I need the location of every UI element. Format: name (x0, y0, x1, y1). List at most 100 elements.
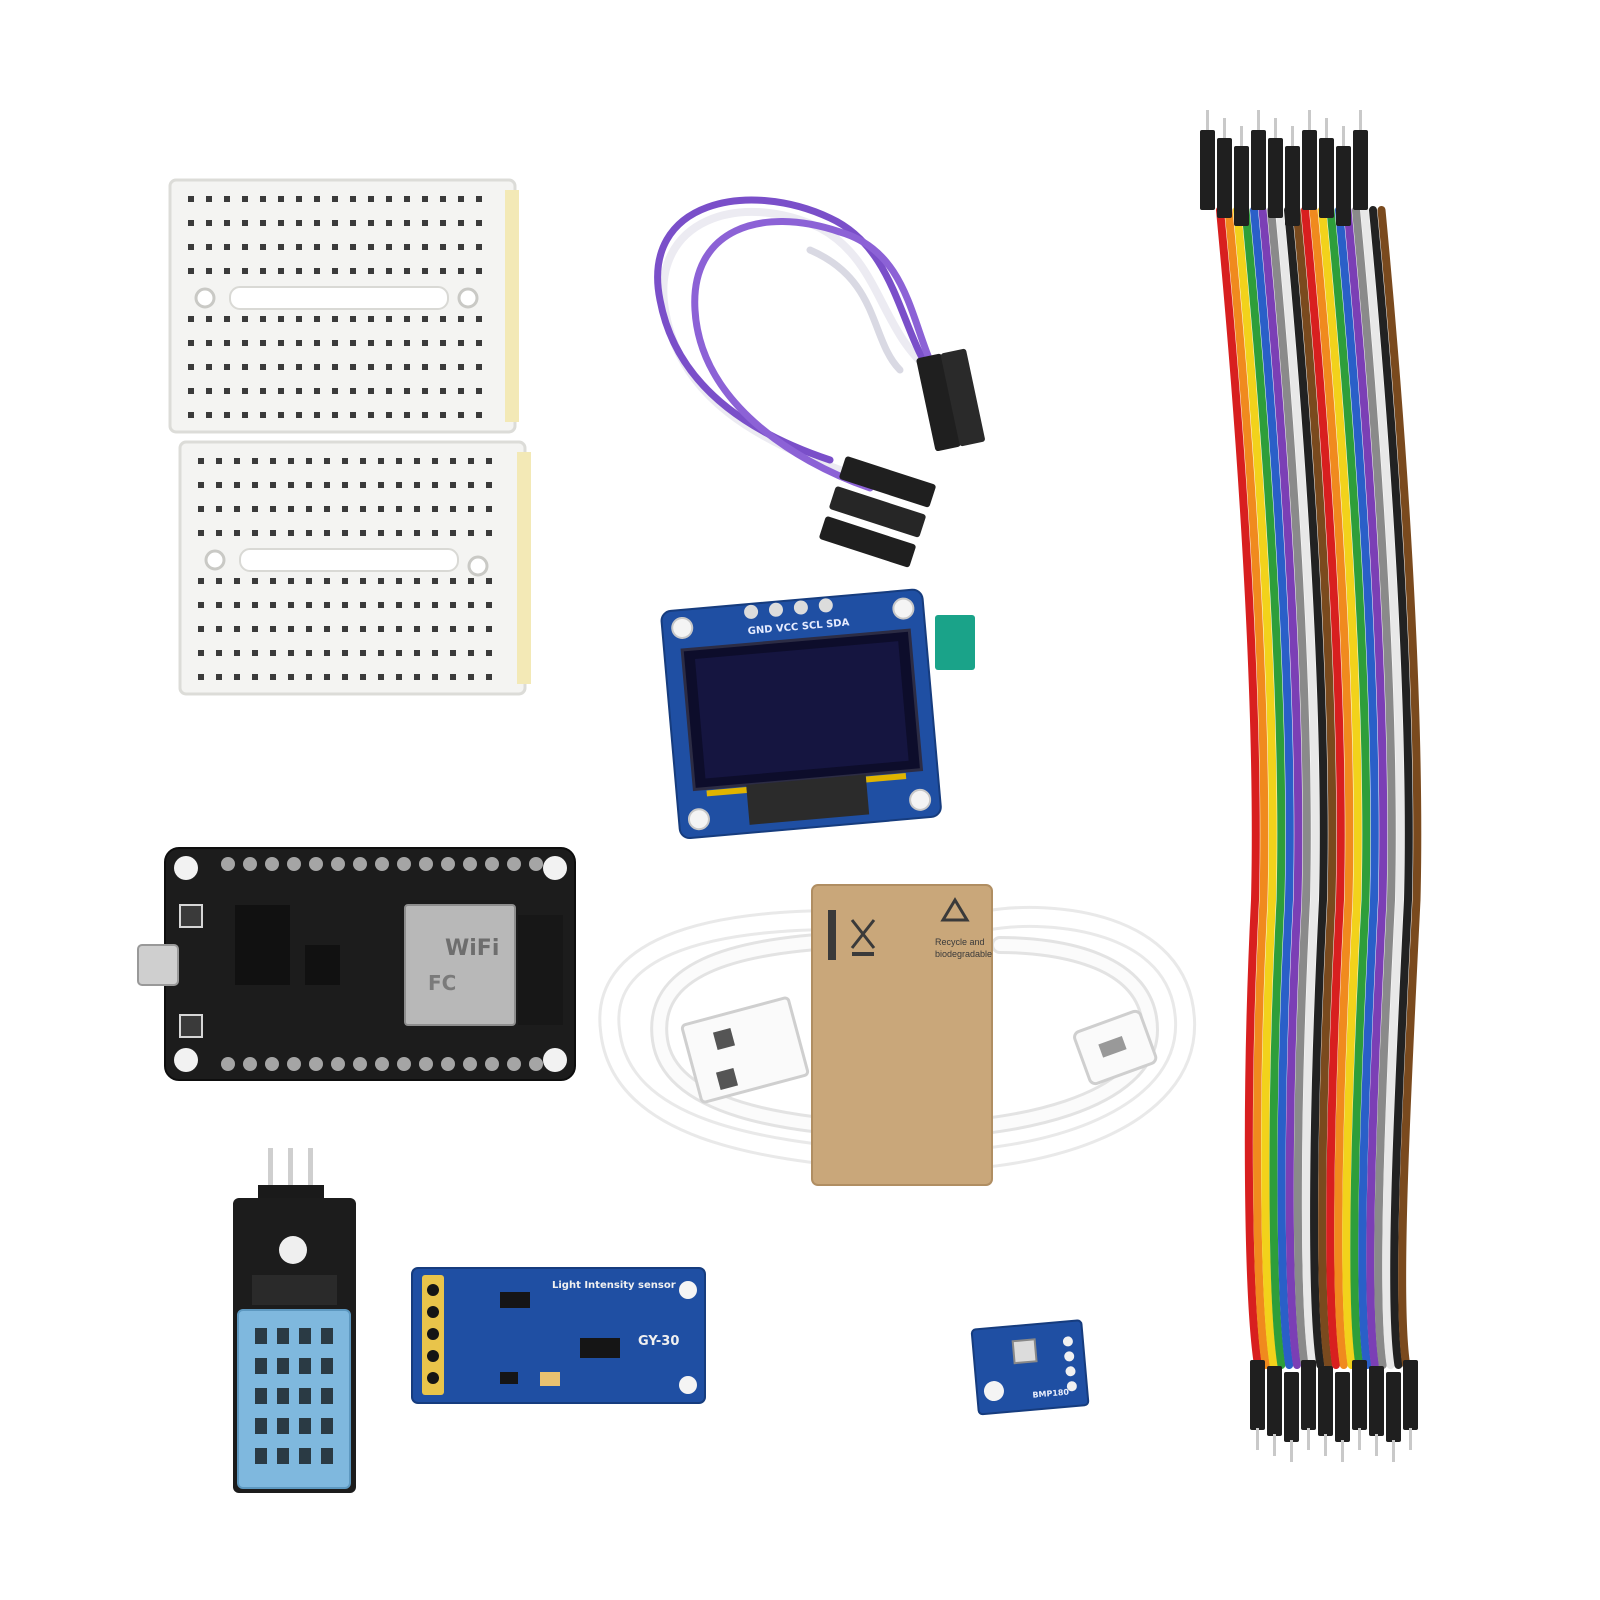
breadboard-hole (422, 340, 428, 346)
breadboard-hole (216, 650, 222, 656)
breadboard-hole (306, 602, 312, 608)
breadboard-hole (332, 196, 338, 202)
breadboard-hole (306, 578, 312, 584)
breadboard-hole (224, 340, 230, 346)
breadboard-hole (432, 458, 438, 464)
breadboard-hole (450, 626, 456, 632)
vent-slot (255, 1448, 267, 1464)
breadboard-hole (378, 458, 384, 464)
breadboard-hole (288, 602, 294, 608)
breadboard-hole (234, 650, 240, 656)
ribbon-wire (1369, 206, 1413, 1369)
bmp180-label: BMP180 (1032, 1388, 1070, 1400)
breadboard-hole (206, 364, 212, 370)
mini-breadboard-top (168, 178, 519, 434)
breadboard-hole (378, 674, 384, 680)
connector-pin (1308, 110, 1311, 132)
breadboard-hole (242, 244, 248, 250)
breadboard-hole (314, 364, 320, 370)
breadboard-hole (324, 578, 330, 584)
connector-housing (1369, 1366, 1384, 1436)
breadboard-hole (224, 412, 230, 418)
breadboard-hole (432, 482, 438, 488)
connector-housing (1267, 1366, 1282, 1436)
breadboard-hole (404, 388, 410, 394)
header-pin (375, 857, 389, 871)
ribbon-connectors-top (1200, 110, 1368, 226)
header-pin (397, 1057, 411, 1071)
breadboard-hole (252, 626, 258, 632)
ribbon-wire (1292, 206, 1337, 1369)
breadboard-hole (234, 530, 240, 536)
breadboard-hole (386, 268, 392, 274)
breadboard-hole (422, 316, 428, 322)
breadboard-hole (414, 458, 420, 464)
vent-slot (277, 1358, 289, 1374)
sensor-pin-header (422, 1275, 444, 1395)
light-sensor-title: Light Intensity sensor (552, 1280, 676, 1291)
light-intensity-sensor-gy30: Light Intensity sensor GY-30 (411, 1267, 706, 1404)
breadboard-hole (360, 530, 366, 536)
breadboard-hole (324, 506, 330, 512)
breadboard-hole (242, 340, 248, 346)
breadboard-hole (296, 244, 302, 250)
breadboard-hole (324, 602, 330, 608)
header-pin (507, 857, 521, 871)
breadboard-hole (296, 388, 302, 394)
breadboard-hole (332, 340, 338, 346)
esp-module-shield (404, 904, 516, 1026)
breadboard-hole (198, 650, 204, 656)
breadboard-hole (198, 530, 204, 536)
breadboard-hole (414, 482, 420, 488)
breadboard-hole (260, 220, 266, 226)
ribbon-wire (1267, 206, 1311, 1369)
mini-breadboard-bottom (178, 440, 531, 696)
breadboard-hole (486, 458, 492, 464)
ribbon-wire (1377, 206, 1422, 1369)
breadboard-hole (188, 220, 194, 226)
header-pin (397, 857, 411, 871)
ribbon-wire (1241, 206, 1286, 1369)
breadboard-hole (404, 340, 410, 346)
light-sensor-model: GY-30 (638, 1334, 679, 1349)
vent-slot (255, 1388, 267, 1404)
breadboard-hole (450, 458, 456, 464)
breadboard-hole (386, 364, 392, 370)
vent-slot (321, 1448, 333, 1464)
breadboard-hole (224, 316, 230, 322)
breadboard-hole (342, 530, 348, 536)
breadboard-hole (224, 268, 230, 274)
connector-housing (1268, 138, 1283, 218)
breadboard-hole (486, 530, 492, 536)
breadboard-hole (198, 506, 204, 512)
connector-housing (1318, 1366, 1333, 1436)
breadboard-hole (476, 340, 482, 346)
connector-pin (1325, 118, 1328, 140)
breadboard-hole (386, 388, 392, 394)
breadboard-hole (350, 196, 356, 202)
dupont-ribbon-cable (1216, 206, 1422, 1369)
vent-slot (255, 1358, 267, 1374)
kraft-cable-band: Recycle and biodegradable (811, 884, 993, 1186)
breadboard-hole (404, 268, 410, 274)
breadboard-hole (396, 650, 402, 656)
breadboard-hole (468, 530, 474, 536)
connector-pin (1291, 126, 1294, 148)
breadboard-hole (278, 244, 284, 250)
breadboard-hole (296, 196, 302, 202)
breadboard-hole (234, 458, 240, 464)
breadboard-holes (198, 458, 492, 680)
vent-slot (277, 1418, 289, 1434)
header-pins (221, 1057, 543, 1071)
breadboard-hole (368, 364, 374, 370)
breadboard-hole (242, 388, 248, 394)
breadboard-hole (378, 602, 384, 608)
header-pin (485, 857, 499, 871)
breadboard-hole (216, 530, 222, 536)
breadboard-hole (252, 458, 258, 464)
breadboard-hole (314, 268, 320, 274)
breadboard-hole (278, 316, 284, 322)
breadboard-hole (206, 412, 212, 418)
breadboard-hole (396, 530, 402, 536)
header-pin (353, 1057, 367, 1071)
